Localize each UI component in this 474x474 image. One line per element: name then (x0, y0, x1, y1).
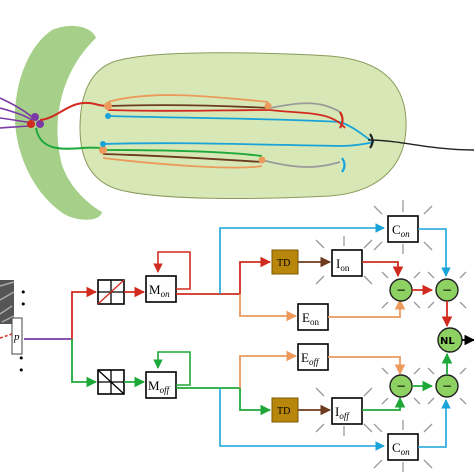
block-diagram: p • • • • Mon (0, 200, 474, 472)
retina-crescent (14, 25, 102, 220)
anatomy-panel (0, 25, 474, 220)
p-label: p (13, 331, 20, 343)
svg-text:−: − (442, 379, 452, 393)
c-on-bottom-box: Con (373, 420, 433, 472)
stimulus-stack: p • • • • (0, 280, 27, 377)
svg-text:NL: NL (440, 336, 455, 347)
svg-text:Ion: Ion (336, 256, 350, 273)
e-off-box: Eoff (297, 343, 329, 371)
input-node-2 (36, 120, 44, 128)
svg-text:Ioff: Ioff (335, 404, 350, 421)
i-off-box: Ioff (315, 387, 373, 436)
svg-text:TD: TD (277, 258, 290, 269)
ellipsis-dots-b2: • (18, 364, 25, 377)
ellipsis-dots-mid: • (20, 298, 27, 311)
i-on-box: Ion (315, 236, 373, 285)
m-on-box: Mon (145, 275, 177, 303)
minus-circle-top-left: − (381, 271, 421, 309)
m-off-box: Moff (145, 371, 177, 399)
lobula-body (79, 52, 407, 199)
svg-text:Moff: Moff (148, 378, 171, 395)
ellipsis-dots-b1: • (18, 352, 25, 365)
minus-circle-bottom-right: − (427, 367, 467, 405)
svg-text:Con: Con (392, 222, 410, 239)
svg-text:−: − (396, 283, 406, 297)
ellipsis-dots-top: • (20, 286, 27, 299)
svg-text:Eoff: Eoff (301, 350, 320, 367)
svg-text:TD: TD (277, 406, 290, 417)
input-node-3 (27, 120, 35, 128)
e-on-box: Eon (297, 303, 329, 331)
svg-text:−: − (442, 283, 452, 297)
td-top-box: TD (271, 249, 299, 275)
svg-text:Mon: Mon (149, 282, 170, 299)
svg-text:−: − (396, 379, 406, 393)
c-on-top-box: Con (373, 200, 433, 254)
svg-text:Eon: Eon (302, 310, 319, 327)
minus-circle-top-right: − (427, 271, 467, 309)
svg-text:Con: Con (392, 440, 410, 457)
nl-node: NL (437, 327, 463, 353)
input-node-1 (31, 113, 39, 121)
td-bottom-box: TD (271, 397, 299, 423)
split-box-on (97, 279, 125, 305)
split-box-off (97, 369, 125, 395)
